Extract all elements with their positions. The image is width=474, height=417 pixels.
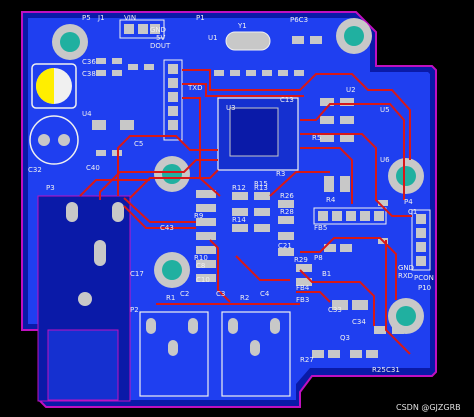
label-r28: R28 [280,208,294,216]
header-strip-left [163,59,183,141]
label-c43: C43 [160,224,174,232]
label-r9: R9 [194,212,203,220]
label-p2: P2 [130,306,139,314]
label-p8: P8 [314,254,323,262]
label-r2: R2 [240,294,249,302]
silkscreen-labels: P5 J1 VIN GND DOUT 5V P1 U1 Y1 P6C3 C36 … [28,14,434,374]
mounting-hole-inner [162,164,182,184]
label-5v: 5V [156,34,165,42]
label-c34: C34 [352,318,366,326]
connector-pads [66,202,124,306]
label-c21: C21 [278,242,292,250]
label-u3: U3 [226,104,236,112]
label-r5: R5 [312,134,321,142]
label-pcon: PCON [414,274,434,282]
capacitor-electrolytic-top [31,63,77,109]
mounting-hole-inner [344,26,364,46]
capacitor-electrolytic-mid [29,115,79,165]
label-c4: C4 [260,290,270,298]
label-rxd: RXD [398,272,413,280]
label-r10: R10 [194,254,208,262]
label-gnd-top: GND [150,26,166,34]
mounting-hole-inner [60,32,80,52]
mounting-holes [52,18,424,334]
label-u2: U2 [346,86,356,94]
mounting-hole-inner [396,306,416,326]
label-r27: R27 [300,356,314,364]
label-p3: P3 [46,184,55,192]
label-fb4: FB4 [296,284,310,292]
mounting-hole-inner [162,260,182,280]
label-c38: C38 [82,70,96,78]
label-c8: C8 [196,262,205,270]
label-r3: R3 [276,170,285,178]
label-u5: U5 [380,106,390,114]
label-r29: R29 [294,256,308,264]
label-j1: J1 [97,14,105,22]
label-c2: C2 [180,290,189,298]
label-r13: R13 [254,184,268,192]
label-r25: R25 [372,366,386,374]
watermark: CSDN @GJZGRB [396,403,461,412]
label-c5: C5 [134,140,143,148]
label-p10: P10 [418,284,431,292]
label-r14: R14 [232,216,246,224]
label-fb3: FB3 [296,296,309,304]
label-c33: C33 [328,306,342,314]
label-p5: P5 [82,14,91,22]
label-r15: R15 [254,180,268,188]
label-p4: P4 [404,198,413,206]
label-y1: Y1 [237,22,247,30]
label-gnd: GND [398,264,414,272]
smd-components [92,36,404,358]
label-c13: C13 [280,96,294,104]
label-c32: C32 [28,166,42,174]
label-p6c3: P6C3 [290,16,308,24]
label-dout: DOUT [150,42,171,50]
label-q3: Q3 [340,334,350,342]
ic-u2 [217,97,299,171]
label-u4: U4 [82,110,92,118]
label-b1: B1 [322,270,331,278]
header-strip-right [411,209,431,271]
label-r1: R1 [166,294,175,302]
connector-zone-bottom [47,329,119,401]
label-txd: TXD [187,84,202,92]
label-r12: R12 [232,184,246,192]
label-c1: C1 [408,208,417,216]
label-c17: C17 [130,270,144,278]
label-p1: P1 [196,14,205,22]
label-r26: R26 [280,192,294,200]
label-fb5: FB5 [314,224,327,232]
bottom-connectors [139,311,291,397]
label-u6: U6 [380,156,390,164]
label-c36: C36 [82,58,96,66]
header-strip-top [119,19,165,39]
label-r4: R4 [326,196,336,204]
label-vin: VIN [124,14,136,22]
label-c40: C40 [86,164,100,172]
label-c3: C3 [216,290,225,298]
label-u1: U1 [208,34,218,42]
top-layer-traces [79,69,412,355]
crystal-y1 [225,31,271,51]
header-strip-mid [313,207,387,225]
label-c31: C31 [386,366,400,374]
mounting-hole-inner [396,166,416,186]
label-c10: C10 [196,276,210,284]
